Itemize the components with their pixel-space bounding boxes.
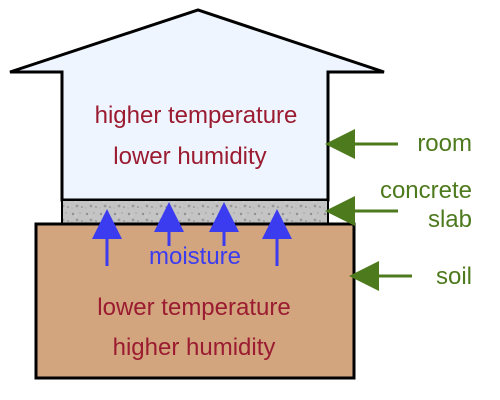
slab-callout-label-line2: slab — [428, 206, 472, 233]
room-callout-label: room — [417, 130, 472, 157]
soil-callout-label: soil — [436, 263, 472, 290]
soil-block — [34, 222, 356, 380]
moisture-label: moisture — [149, 243, 241, 270]
soil-condition-line1: lower temperature — [97, 294, 290, 321]
slab-callout-label-line1: concrete — [380, 177, 472, 204]
room-condition-line2: lower humidity — [113, 143, 266, 170]
room-condition-line1: higher temperature — [95, 102, 298, 129]
concrete-slab — [61, 199, 329, 225]
soil-condition-line2: higher humidity — [113, 334, 276, 361]
